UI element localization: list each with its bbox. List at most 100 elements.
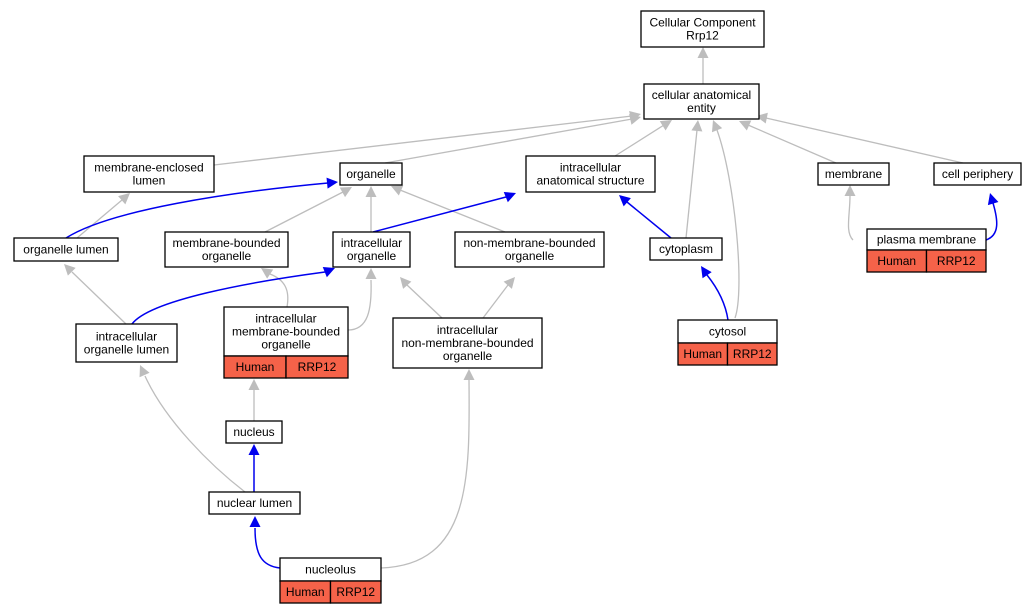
node-nucleus[interactable]: nucleus xyxy=(225,420,283,444)
is-a-edge xyxy=(697,47,709,84)
node-box xyxy=(339,162,403,186)
is-a-edge xyxy=(380,369,475,569)
node-label: organelle xyxy=(346,167,396,181)
node-box xyxy=(164,231,289,268)
arrowhead xyxy=(463,369,475,380)
node-label: intracellular xyxy=(560,161,621,175)
is-a-edge xyxy=(264,187,352,233)
annotation-species: Human xyxy=(286,585,325,599)
arrowhead xyxy=(844,185,856,196)
part-of-edge xyxy=(65,177,338,239)
is-a-edge xyxy=(64,264,127,325)
arrowhead xyxy=(629,114,641,125)
node-box xyxy=(649,237,723,261)
arrowhead xyxy=(64,264,76,276)
node-label: organelle xyxy=(505,249,555,263)
node-intracellular-membrane-bounded-organelle[interactable]: intracellularmembrane-boundedorganelleHu… xyxy=(223,306,349,379)
is-a-edge xyxy=(482,277,515,319)
node-box xyxy=(933,162,1022,186)
node-label: membrane-bounded xyxy=(232,325,340,339)
node-box xyxy=(643,83,760,120)
node-label: organelle lumen xyxy=(84,343,169,357)
node-label: nucleus xyxy=(233,425,274,439)
node-cytoplasm[interactable]: cytoplasm xyxy=(649,237,723,261)
node-intracellular-non-membrane-bounded-organelle[interactable]: intracellularnon-membrane-boundedorganel… xyxy=(392,317,543,369)
annotation-species: Human xyxy=(877,254,916,268)
node-box xyxy=(640,10,765,48)
arrowhead xyxy=(261,268,274,279)
is-a-edge xyxy=(400,277,443,319)
node-box xyxy=(223,306,349,357)
node-nuclear-lumen[interactable]: nuclear lumen xyxy=(208,491,301,515)
annotation-gene-cell xyxy=(925,249,987,273)
node-label: organelle xyxy=(443,349,493,363)
node-label: intracellular xyxy=(437,323,498,337)
node-label: cellular anatomical xyxy=(652,88,751,102)
annotation-gene-cell xyxy=(285,355,349,379)
arrowhead xyxy=(659,120,672,131)
node-organelle-lumen[interactable]: organelle lumen xyxy=(13,237,119,262)
node-box xyxy=(454,231,605,268)
node-box xyxy=(75,323,178,363)
arrowhead xyxy=(248,444,260,455)
arrowhead xyxy=(326,177,338,189)
is-a-edge xyxy=(261,268,289,308)
node-label: anatomical structure xyxy=(536,174,644,188)
is-a-edge xyxy=(384,114,641,164)
node-box xyxy=(525,155,656,193)
node-label: intracellular xyxy=(96,330,157,344)
is-a-edge xyxy=(139,365,246,493)
node-organelle[interactable]: organelle xyxy=(339,162,403,186)
node-label: cytoplasm xyxy=(659,242,713,256)
is-a-edge xyxy=(347,268,377,331)
node-label: membrane-bounded xyxy=(172,236,280,250)
part-of-edge xyxy=(131,266,335,325)
arrowhead xyxy=(139,365,150,378)
annotation-species: Human xyxy=(683,347,722,361)
is-a-edge xyxy=(711,120,740,319)
node-label: nucleolus xyxy=(305,563,356,577)
part-of-edge xyxy=(701,266,729,321)
arrowhead xyxy=(987,193,999,206)
node-label: Cellular Component xyxy=(649,16,756,30)
node-membrane[interactable]: membrane xyxy=(817,162,890,186)
is-a-edge xyxy=(756,112,964,164)
part-of-edge xyxy=(249,516,281,569)
arrowhead xyxy=(248,379,260,390)
is-a-edge xyxy=(365,186,377,232)
arrowhead xyxy=(249,516,261,527)
arrowhead xyxy=(339,187,352,198)
arrowhead xyxy=(619,195,631,207)
node-label: non-membrane-bounded xyxy=(401,336,533,350)
annotation-gene: RRP12 xyxy=(733,347,772,361)
annotation-gene-cell xyxy=(329,580,382,604)
part-of-edge xyxy=(248,444,260,492)
node-cell-periphery[interactable]: cell periphery xyxy=(933,162,1022,186)
node-label: plasma membrane xyxy=(877,233,977,247)
is-a-edge xyxy=(844,185,856,241)
annotation-gene-cell xyxy=(726,342,778,366)
arrowhead xyxy=(739,120,752,131)
is-a-edge xyxy=(739,120,837,164)
arrowhead xyxy=(322,266,335,278)
arrowhead xyxy=(503,277,515,289)
arrowhead xyxy=(711,120,723,133)
node-label: cell periphery xyxy=(942,167,1013,181)
node-label: non-membrane-bounded xyxy=(463,236,595,250)
is-a-edge xyxy=(76,193,130,239)
node-box xyxy=(392,317,543,369)
annotation-gene: RRP12 xyxy=(937,254,976,268)
is-a-edge xyxy=(685,120,703,239)
